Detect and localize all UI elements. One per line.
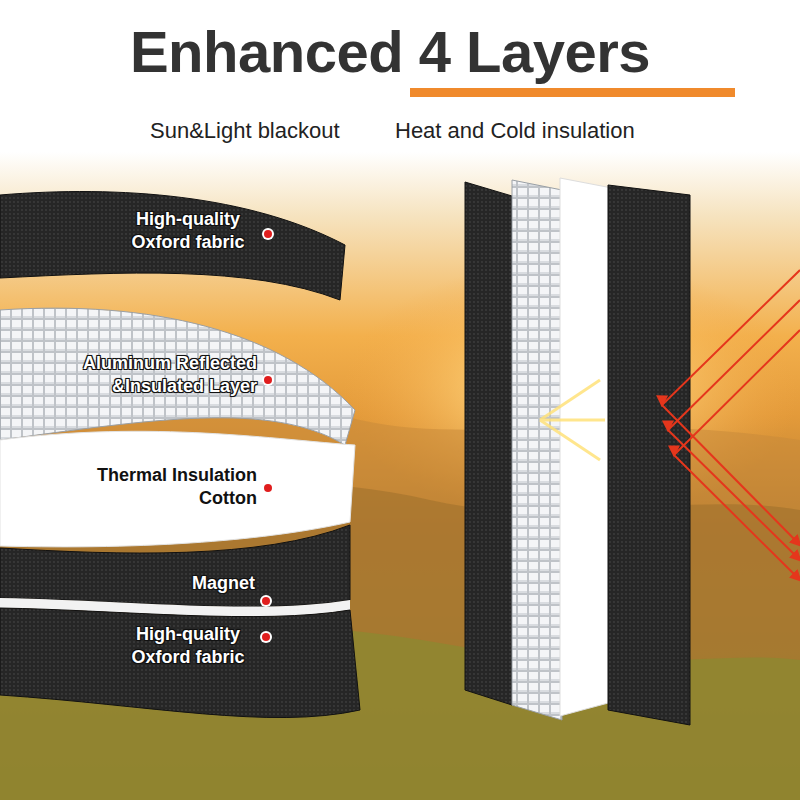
oxford-fabric-layer — [0, 608, 360, 718]
reflection-arrows — [662, 270, 800, 580]
marker-dots — [260, 228, 274, 643]
layer-label: High-quality Oxford fabric — [118, 208, 258, 254]
marker-dot — [264, 230, 272, 238]
light-ray — [540, 420, 600, 460]
heat-ray — [668, 300, 800, 560]
oxford-fabric-layer — [0, 192, 345, 300]
marker-dot — [260, 595, 272, 607]
marker-dot — [260, 631, 272, 643]
layer-label: High-quality Oxford fabric — [118, 623, 258, 669]
subtitle: Sun&Light blackout — [150, 117, 360, 145]
light-ray — [540, 380, 600, 420]
heat-ray — [674, 330, 800, 580]
marker-dot — [262, 633, 270, 641]
title: Enhanced 4 Layers — [0, 18, 780, 85]
marker-dot — [264, 376, 272, 384]
heat-ray — [662, 270, 800, 545]
oxford-panel — [608, 185, 690, 725]
marker-dot — [264, 484, 272, 492]
aluminum-layer — [0, 308, 355, 445]
layer-label: Aluminum Reflected &Insulated Layer — [52, 352, 257, 398]
magnet-layer — [0, 525, 350, 607]
layer-label: Thermal Insulation Cotton — [80, 464, 257, 510]
cotton-panel — [560, 178, 612, 716]
cotton-layer — [0, 431, 355, 547]
title-underline — [410, 88, 735, 97]
light-ray — [540, 419, 605, 422]
oxford-panel — [465, 182, 512, 705]
aluminum-panel — [512, 180, 562, 720]
marker-dot — [262, 597, 270, 605]
marker-dot — [262, 482, 274, 494]
layer-label: Magnet — [140, 572, 255, 595]
marker-dot — [262, 374, 274, 386]
light-rays — [540, 380, 605, 460]
subtitle: Heat and Cold insulation — [395, 117, 665, 145]
marker-dot — [262, 228, 274, 240]
